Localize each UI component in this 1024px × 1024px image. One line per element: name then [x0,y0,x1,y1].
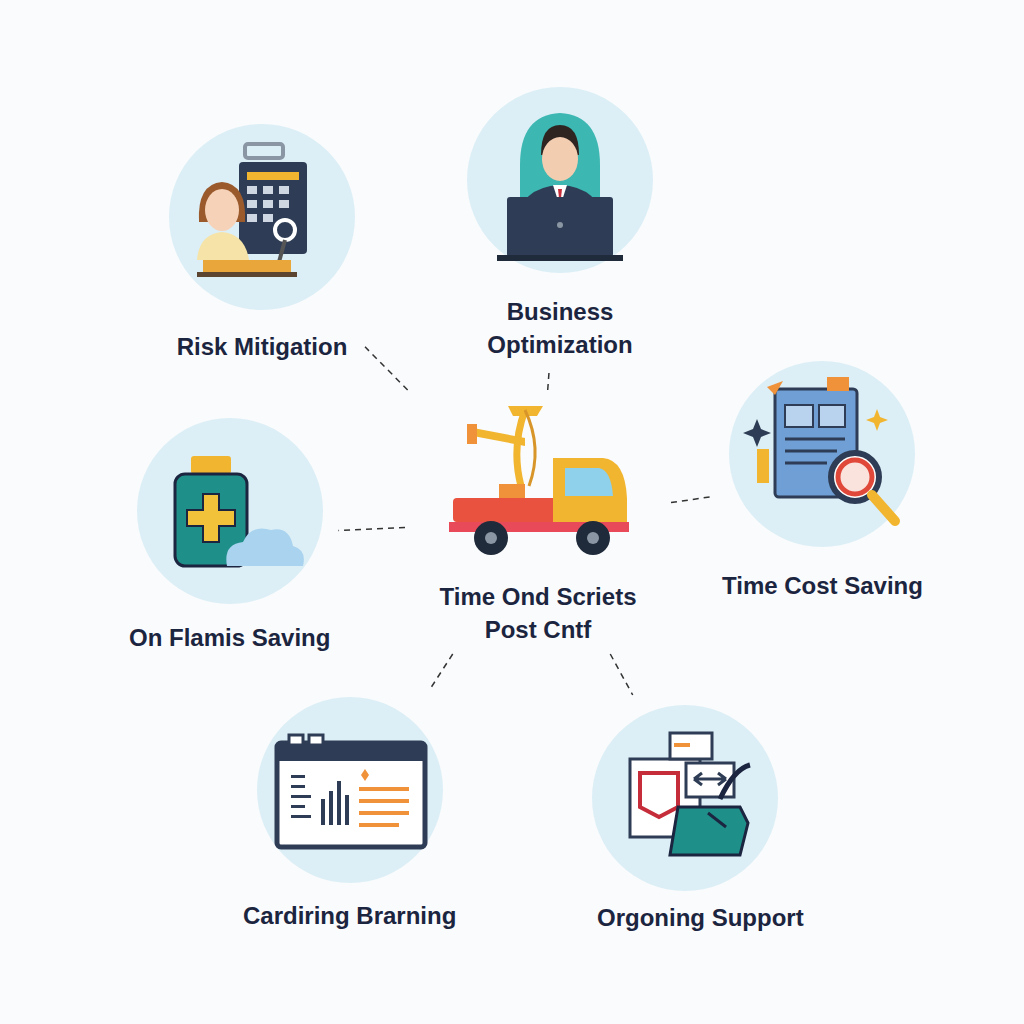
node-label: Cardiring Brarning [243,899,456,932]
truck-illustration [413,398,663,560]
node-label: Time Ond Scriets Post Cntf [423,580,653,646]
dashed-connector [365,347,408,390]
benefit-node: Orgoning Support [597,703,804,934]
dashed-connector [548,369,550,390]
dashed-connector [338,528,405,531]
node-label: Time Cost Saving [722,569,923,602]
hub-node: Time Ond Scriets Post Cntf [413,398,663,646]
benefit-node: Cardiring Brarning [243,695,456,932]
icon-circle [135,416,325,606]
icon-circle [255,695,445,885]
icon-circle [590,703,780,893]
dashed-connector [431,654,452,687]
benefit-node: Business Optimization [460,85,660,361]
dashed-connector [610,654,632,695]
node-label: Orgoning Support [597,901,804,934]
benefit-node: Risk Mitigation [167,122,357,363]
icon-circle [465,85,655,275]
node-label: On Flamis Saving [129,621,330,654]
benefit-node: On Flamis Saving [129,416,330,654]
icon-circle [167,122,357,312]
node-label: Risk Mitigation [177,330,348,363]
node-label: Business Optimization [460,295,660,361]
dashed-connector [671,496,714,502]
benefit-node: Time Cost Saving [722,359,923,602]
icon-circle [727,359,917,549]
